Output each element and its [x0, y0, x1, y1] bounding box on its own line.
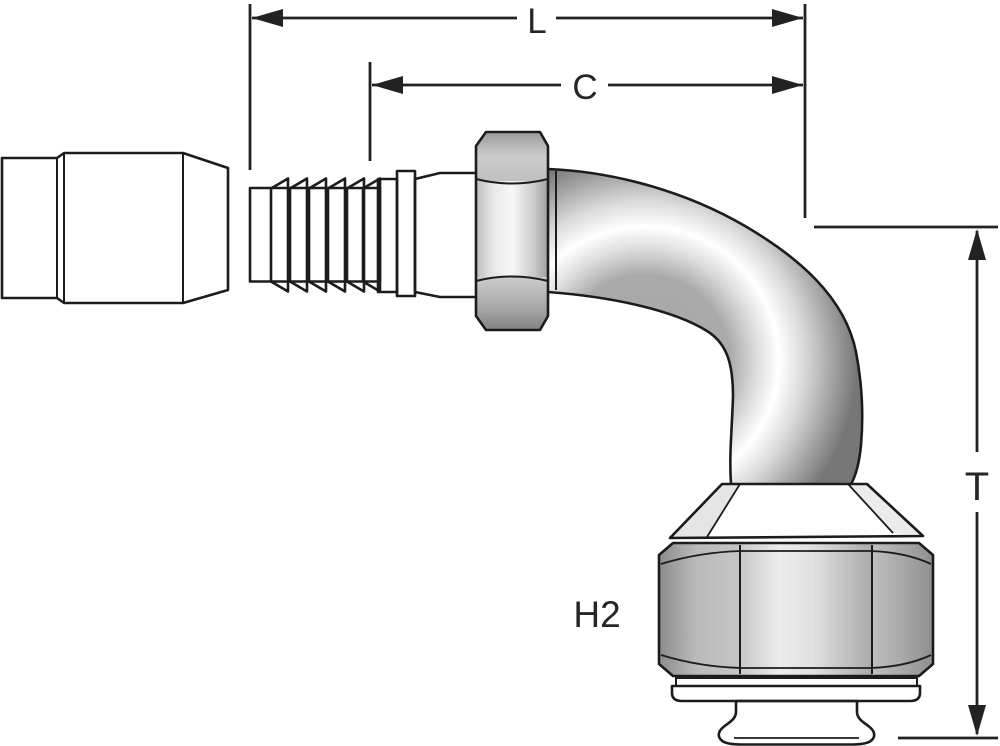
- dim-C-arrow-left: [372, 76, 403, 94]
- stem-shank: [413, 171, 483, 299]
- ferrule-body: [0, 151, 230, 305]
- tube-body: [548, 169, 863, 484]
- washer-flange: [670, 677, 922, 703]
- hose-ferrule: [0, 151, 230, 305]
- dim-C: C: [368, 62, 803, 161]
- swivel-hex-nut-outline: [657, 541, 935, 678]
- stem-hex-nut-outline: [474, 130, 550, 332]
- dim-L-arrow-left: [252, 9, 283, 27]
- dim-T-label: T: [965, 465, 989, 509]
- bead-body: [717, 699, 876, 746]
- barbed-stem: [248, 169, 483, 299]
- elbow-tube: [547, 167, 864, 485]
- dim-C-label: C: [572, 68, 597, 107]
- dim-L-label: L: [527, 2, 546, 41]
- cone-body: [668, 482, 925, 540]
- swivel-hex-nut: [657, 541, 935, 678]
- barb-teeth: [269, 177, 382, 293]
- dim-C-arrow-right: [772, 76, 803, 94]
- cone-transition: [668, 482, 925, 540]
- flange-washer: [670, 684, 922, 703]
- dim-T-arrow-up: [968, 229, 986, 260]
- dim-T: T: [814, 225, 998, 740]
- dim-T-arrow-down: [968, 705, 986, 736]
- dim-L: L: [248, 2, 807, 218]
- stem-base: [248, 186, 382, 283]
- stem-ring: [395, 169, 417, 298]
- stem-hex-nut: [474, 130, 550, 332]
- dim-L-arrow-right: [772, 9, 803, 27]
- label-h2: H2: [573, 594, 620, 635]
- port-bead: [717, 699, 876, 746]
